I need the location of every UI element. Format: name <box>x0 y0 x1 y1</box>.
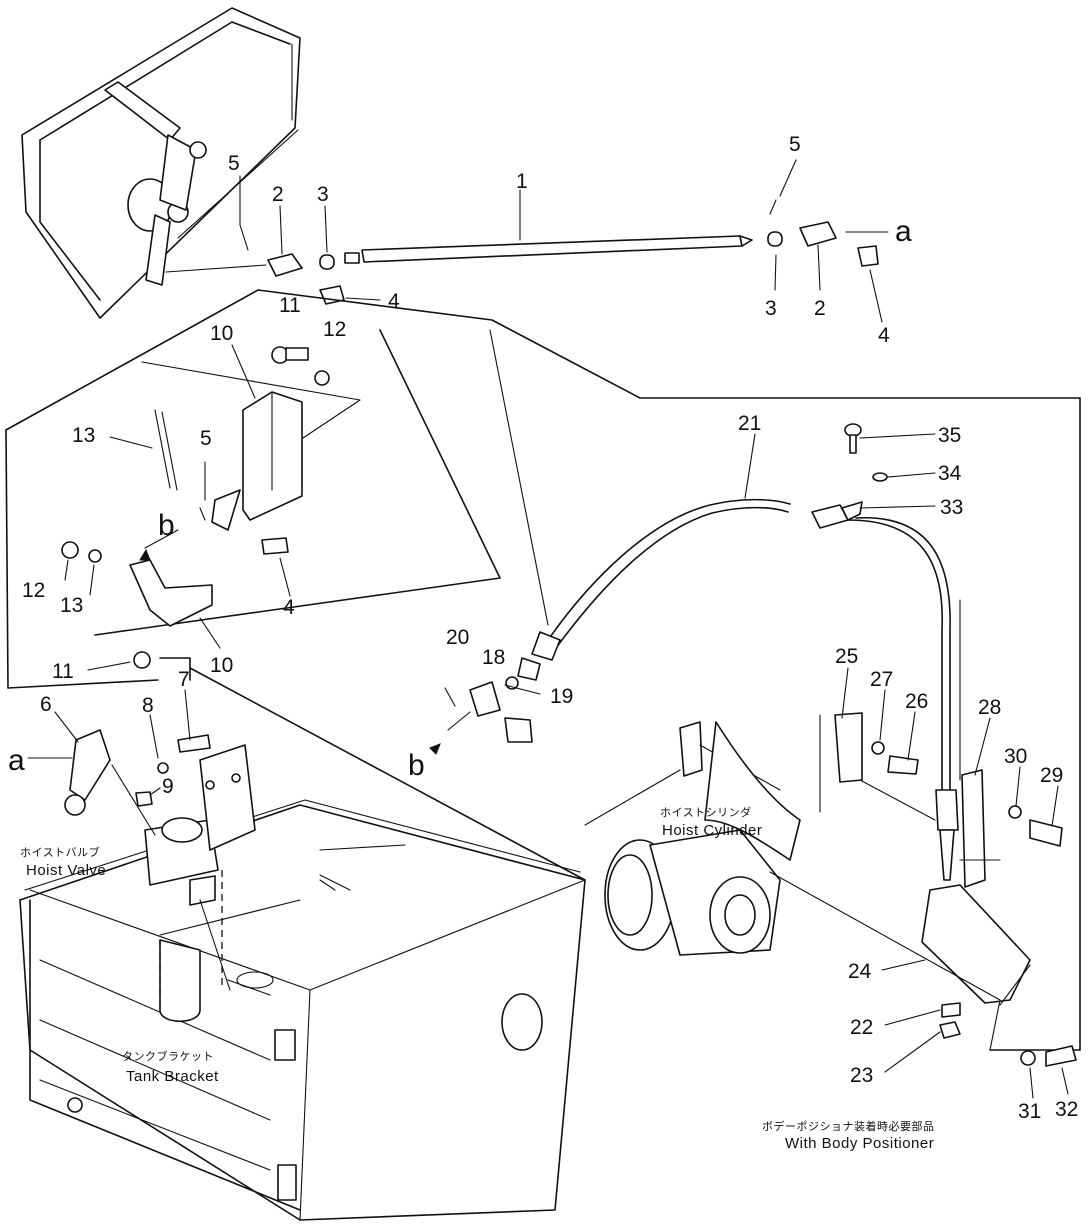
part-label-17: 12 <box>323 318 346 341</box>
part-label-14: 13 <box>72 424 95 447</box>
part-label-34: 32 <box>1055 1098 1078 1121</box>
bracket-assembly <box>5 289 1081 1051</box>
part-label-10: 10 <box>210 654 233 677</box>
part-label-29: 29 <box>1040 764 1063 787</box>
part-label-2: 2 <box>814 297 826 320</box>
part-label-5: 5 <box>200 427 212 450</box>
part-number-labels: 5 2 3 1 4 5 3 2 4 11 12 10 13 5 12 13 4 … <box>22 133 1078 1123</box>
view-markers: a a b b <box>8 215 912 782</box>
part-label-18: 18 <box>482 646 505 669</box>
rod-assembly <box>239 199 889 305</box>
part-label-13: 13 <box>60 594 83 617</box>
body-positioner-caption: With Body Positioner <box>785 1135 934 1152</box>
hoist-valve-caption-jp: ホイストバルブ <box>20 845 100 859</box>
tank-bracket <box>19 667 586 1221</box>
part-label-5: 5 <box>228 152 240 175</box>
part-label-4: 4 <box>878 324 890 347</box>
view-marker-b: b <box>158 509 175 542</box>
part-label-32: 34 <box>938 462 962 485</box>
part-label-4: 4 <box>283 596 295 619</box>
hoist-cylinder <box>584 721 1001 1051</box>
captions: ホイストバルブ Hoist Valve ホイストシリンダ Hoist Cylin… <box>20 805 935 1152</box>
part-label-35: 31 <box>1018 1100 1041 1123</box>
part-label-5: 5 <box>789 133 801 156</box>
right-leader-lines <box>744 433 1069 1099</box>
part-label-19: 19 <box>550 685 573 708</box>
part-label-1: 1 <box>516 170 528 193</box>
part-label-27: 27 <box>870 668 893 691</box>
view-marker-a: a <box>8 744 25 777</box>
body-positioner-parts <box>811 423 1077 1067</box>
tank-bracket-caption-jp: タンクブラケット <box>122 1049 214 1063</box>
part-label-28: 28 <box>978 696 1001 719</box>
part-label-11: 11 <box>52 660 74 683</box>
part-label-25: 25 <box>835 645 858 668</box>
hoist-cylinder-caption: Hoist Cylinder <box>662 822 762 839</box>
part-label-8: 8 <box>142 694 154 717</box>
view-marker-b: b <box>408 749 425 782</box>
hoist-cylinder-caption-jp: ホイストシリンダ <box>660 805 752 819</box>
part-label-12: 12 <box>22 579 45 602</box>
part-label-3: 3 <box>317 183 329 206</box>
part-label-24: 24 <box>848 960 872 983</box>
control-cable <box>444 329 791 743</box>
part-label-23: 23 <box>850 1064 873 1087</box>
part-label-15: 10 <box>210 322 233 345</box>
part-label-7: 7 <box>178 668 190 691</box>
part-label-20: 20 <box>446 626 469 649</box>
part-label-9: 9 <box>162 775 174 798</box>
part-label-31: 33 <box>940 496 963 519</box>
part-label-16: 11 <box>279 294 301 317</box>
part-label-33: 35 <box>938 424 961 447</box>
part-label-3: 3 <box>765 297 777 320</box>
hoist-valve-caption: Hoist Valve <box>26 862 106 879</box>
part-label-22: 22 <box>850 1016 873 1039</box>
body-positioner-caption-jp: ボデーポジショナ装着時必要部品 <box>762 1119 935 1133</box>
leader-lines <box>64 159 883 671</box>
part-label-4: 4 <box>388 290 400 313</box>
part-label-21: 21 <box>738 412 761 435</box>
view-marker-a: a <box>895 215 912 248</box>
part-label-26: 26 <box>905 690 928 713</box>
part-label-2: 2 <box>272 183 284 206</box>
part-label-6: 6 <box>40 693 52 716</box>
control-lever-box <box>21 7 301 319</box>
tank-bracket-caption: Tank Bracket <box>126 1068 219 1085</box>
hoist-valve <box>27 689 256 991</box>
part-label-30: 30 <box>1004 745 1027 768</box>
